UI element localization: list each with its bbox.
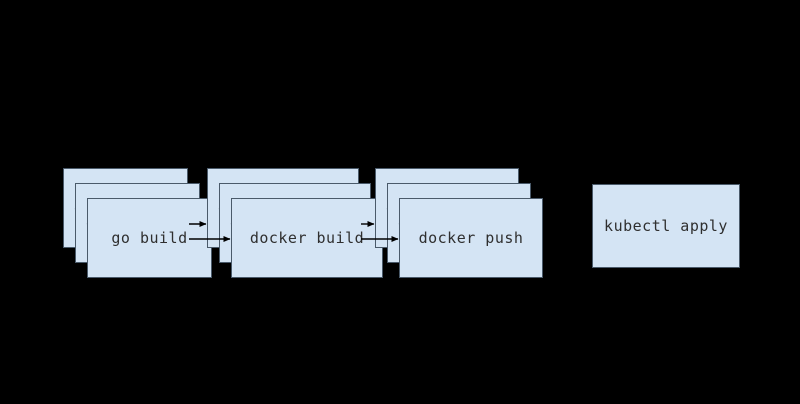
- node-label-go-build: go build: [111, 229, 188, 247]
- node-docker-build[interactable]: docker build: [231, 198, 383, 278]
- node-kubectl-apply[interactable]: kubectl apply: [592, 184, 740, 268]
- node-go-build[interactable]: go build: [87, 198, 212, 278]
- node-label-docker-build: docker build: [249, 229, 365, 247]
- node-docker-push[interactable]: docker push: [399, 198, 543, 278]
- node-label-kubectl-apply: kubectl apply: [604, 217, 728, 235]
- node-label-docker-push: docker push: [418, 229, 524, 247]
